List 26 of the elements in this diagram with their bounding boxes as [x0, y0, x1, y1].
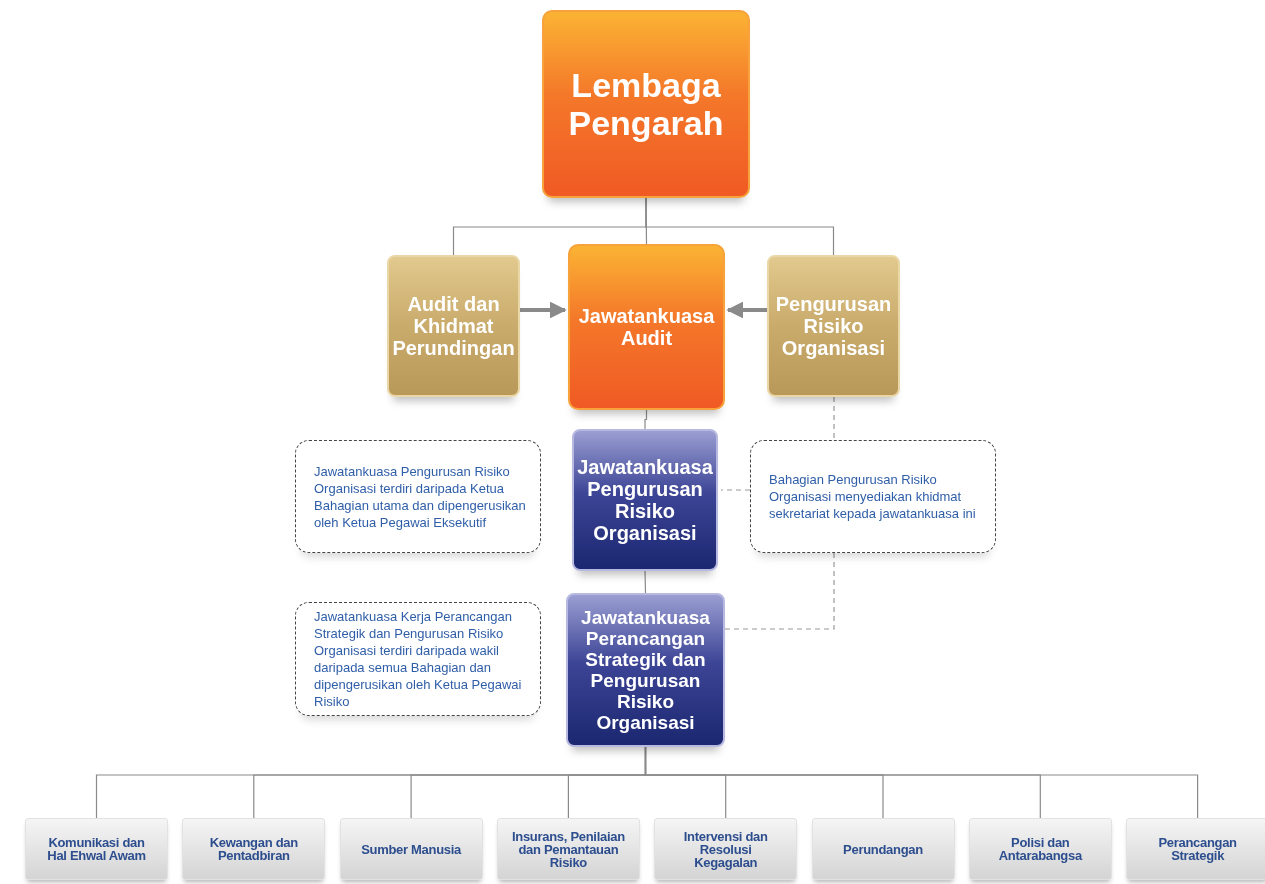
arrow	[726, 301, 767, 319]
connector-line	[644, 409, 648, 430]
unit-box: Insurans, Penilaian dan Pemantauan Risiko	[496, 818, 640, 880]
dashed-connector	[724, 552, 835, 630]
dashed-connector	[720, 489, 751, 491]
dashed-connector	[833, 396, 835, 441]
connector-line	[644, 570, 647, 594]
committee-box: Jawatankuasa Perancangan Strategik dan Pengurusan Risiko Organisasi	[566, 593, 725, 747]
unit-box: Sumber Manusia	[339, 818, 483, 880]
unit-box: Intervensi dan Resolusi Kegagalan	[654, 818, 798, 880]
connector-line	[644, 746, 1199, 819]
note-box: Jawatankuasa Kerja Perancangan Strategik dan Pengurusan Risiko Organisasi terdiri daripada wakil daripada semua Bahagian dan dipengerusikan oleh Ketua Pegawai Risiko	[295, 602, 541, 716]
connector-line	[645, 197, 835, 256]
note-box: Bahagian Pengurusan Risiko Organisasi menyediakan khidmat sekretariat kepada jawatankuasa ini	[750, 440, 996, 553]
note-box: Jawatankuasa Pengurusan Risiko Organisasi terdiri daripada Ketua Bahagian utama dan dipengerusikan oleh Ketua Pegawai Eksekutif	[295, 440, 541, 553]
department-box: Audit dan Khidmat Perundingan	[387, 255, 520, 397]
committee-box: Jawatankuasa Pengurusan Risiko Organisasi	[572, 429, 718, 571]
unit-box: Polisi dan Antarabangsa	[968, 818, 1112, 880]
committee-box: Jawatankuasa Audit	[568, 244, 725, 410]
unit-box: Perancangan Strategik	[1126, 818, 1265, 880]
unit-box: Kewangan dan Pentadbiran	[182, 818, 326, 880]
department-box: Pengurusan Risiko Organisasi	[767, 255, 900, 397]
arrow	[520, 301, 567, 319]
unit-box: Perundangan	[811, 818, 955, 880]
unit-box: Komunikasi dan Hal Ehwal Awam	[25, 818, 168, 880]
lembaga-box: Lembaga Pengarah	[542, 10, 750, 198]
